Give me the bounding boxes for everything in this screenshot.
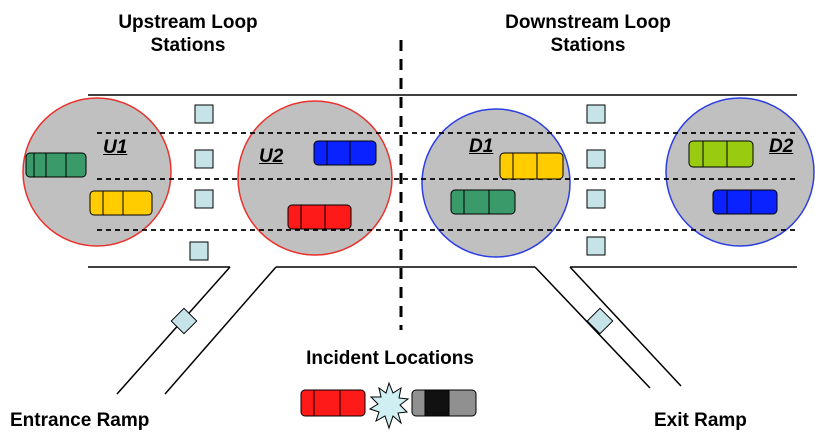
ramp-detector-icon (586, 307, 614, 335)
loop-detector-icon (586, 104, 606, 124)
station-label-u2: U2 (259, 146, 284, 167)
crash-starburst-icon (368, 381, 410, 430)
car-icon-blue (712, 189, 778, 215)
ramp-detector-icon (170, 307, 198, 335)
car-icon-green (25, 152, 87, 178)
station-circle-u2 (237, 100, 393, 256)
station-label-d1: D1 (469, 136, 494, 157)
incident-locations-label: Incident Locations (306, 348, 474, 369)
car-icon-lime (688, 140, 754, 168)
upstream-stations-heading: Upstream Loop Stations (118, 12, 258, 56)
loop-detector-icon (586, 189, 606, 209)
car-icon-yellow (89, 190, 153, 216)
entrance-ramp-label: Entrance Ramp (10, 410, 150, 431)
incident-car-icon-red (300, 389, 366, 417)
station-circle-d1 (421, 108, 571, 258)
loop-detector-icon (586, 236, 606, 256)
station-label-u1: U1 (103, 137, 128, 158)
loop-detector-icon (194, 189, 214, 209)
incident-car-icon-black (411, 389, 477, 417)
exit-ramp-label: Exit Ramp (654, 410, 747, 431)
exit-ramp (534, 266, 682, 389)
station-label-d2: D2 (769, 136, 794, 157)
loop-detector-icon (189, 241, 209, 261)
loop-detector-icon (194, 149, 214, 169)
car-icon-yellow (499, 152, 564, 180)
car-icon-green (450, 189, 516, 215)
car-icon-blue (313, 140, 377, 166)
downstream-stations-heading: Downstream Loop Stations (505, 12, 671, 56)
entrance-ramp (116, 266, 277, 395)
loop-detector-icon (586, 149, 606, 169)
station-circle-d2 (665, 97, 815, 247)
car-icon-red (287, 204, 352, 230)
loop-detector-icon (194, 104, 214, 124)
